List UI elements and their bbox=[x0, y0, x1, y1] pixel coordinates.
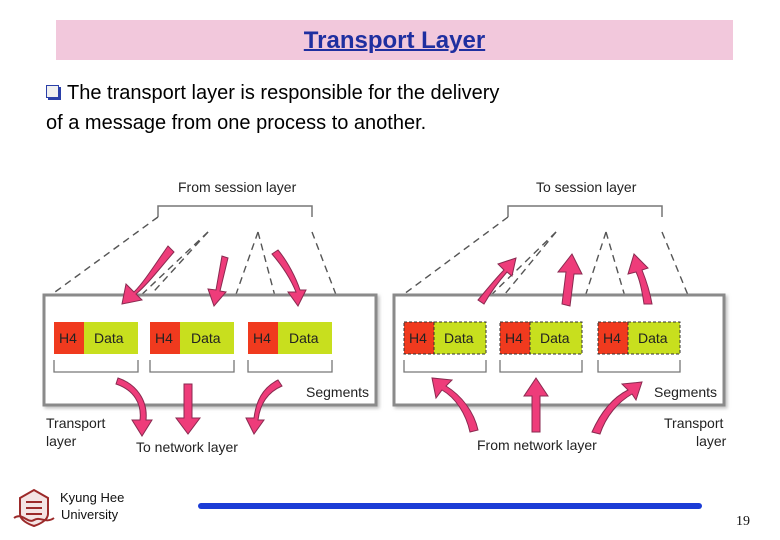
right-packet-3-payload: Data bbox=[638, 330, 668, 346]
bullet-line-1: The transport layer is responsible for t… bbox=[67, 82, 500, 104]
footer-divider bbox=[198, 503, 702, 509]
right-fan-lines bbox=[395, 216, 691, 301]
left-segments-label: Segments bbox=[306, 384, 369, 400]
left-packet-1: H4 Data bbox=[54, 322, 138, 354]
left-down-arrows bbox=[121, 245, 307, 307]
left-packets: H4 Data H4 Data H4 Data bbox=[54, 322, 332, 354]
left-panel: From session layer H4 Data bbox=[42, 179, 378, 455]
slide-title: Transport Layer bbox=[303, 27, 486, 54]
university-line-2: University bbox=[61, 507, 119, 522]
left-fan-lines bbox=[43, 216, 339, 301]
right-side-label-1: Transport bbox=[664, 415, 724, 431]
right-bottom-label: From network layer bbox=[477, 437, 597, 453]
bullet-line-2: of a message from one process to another… bbox=[46, 112, 427, 134]
right-top-bracket bbox=[507, 205, 663, 217]
university-line-1: Kyung Hee bbox=[60, 490, 125, 505]
right-arrow-up-2 bbox=[556, 253, 583, 307]
left-packet-3: H4 Data bbox=[248, 322, 332, 354]
left-arrow-out-3 bbox=[245, 379, 283, 435]
left-arrow-down-3 bbox=[271, 249, 307, 307]
right-packet-3: H4 Data bbox=[597, 321, 681, 355]
right-packet-brackets bbox=[403, 360, 681, 373]
right-up-arrows bbox=[477, 253, 653, 307]
left-packet-brackets bbox=[53, 360, 333, 373]
right-packet-3-header: H4 bbox=[603, 330, 621, 346]
page-number: 19 bbox=[736, 514, 750, 529]
square-bullet-icon bbox=[46, 85, 59, 98]
title-banner: Transport Layer bbox=[56, 20, 733, 60]
left-packet-2-payload: Data bbox=[191, 330, 221, 346]
university-crest-icon bbox=[13, 488, 55, 528]
left-packet-1-header: H4 bbox=[59, 330, 77, 346]
right-arrow-in-2 bbox=[523, 377, 549, 433]
left-side-label-2: layer bbox=[46, 433, 77, 449]
right-in-arrows bbox=[431, 377, 643, 435]
right-packet-2: H4 Data bbox=[499, 321, 583, 355]
left-top-bracket bbox=[157, 205, 313, 217]
left-packet-2-header: H4 bbox=[155, 330, 173, 346]
left-bottom-label: To network layer bbox=[136, 439, 238, 455]
left-arrow-out-2 bbox=[175, 383, 201, 435]
right-arrow-in-1 bbox=[431, 377, 479, 433]
right-side-label-2: layer bbox=[696, 433, 727, 449]
right-packets: H4 Data H4 Data H4 Data bbox=[403, 321, 681, 355]
left-arrow-down-2 bbox=[207, 255, 229, 307]
right-packet-2-header: H4 bbox=[505, 330, 523, 346]
left-packet-2: H4 Data bbox=[150, 322, 234, 354]
right-arrow-in-3 bbox=[591, 381, 643, 435]
transport-layer-diagram: From session layer H4 Data bbox=[42, 179, 727, 455]
left-packet-3-payload: Data bbox=[289, 330, 319, 346]
right-arrow-up-3 bbox=[627, 253, 653, 305]
university-name: Kyung Hee University bbox=[58, 489, 124, 523]
left-top-label: From session layer bbox=[178, 179, 297, 195]
right-packet-1-header: H4 bbox=[409, 330, 427, 346]
left-arrow-down-1 bbox=[121, 245, 175, 305]
right-segments-label: Segments bbox=[654, 384, 717, 400]
left-arrow-out-1 bbox=[115, 377, 153, 437]
right-panel: To session layer H4 Data bbox=[392, 179, 727, 453]
right-packet-1: H4 Data bbox=[403, 321, 487, 355]
left-out-arrows bbox=[115, 377, 283, 437]
left-packet-1-payload: Data bbox=[94, 330, 124, 346]
bullet-text-block: The transport layer is responsible for t… bbox=[46, 78, 646, 138]
left-packet-3-header: H4 bbox=[253, 330, 271, 346]
right-packet-2-payload: Data bbox=[540, 330, 570, 346]
right-arrow-up-1 bbox=[477, 257, 517, 305]
right-top-label: To session layer bbox=[536, 179, 637, 195]
left-side-label-1: Transport bbox=[46, 415, 106, 431]
right-packet-1-payload: Data bbox=[444, 330, 474, 346]
